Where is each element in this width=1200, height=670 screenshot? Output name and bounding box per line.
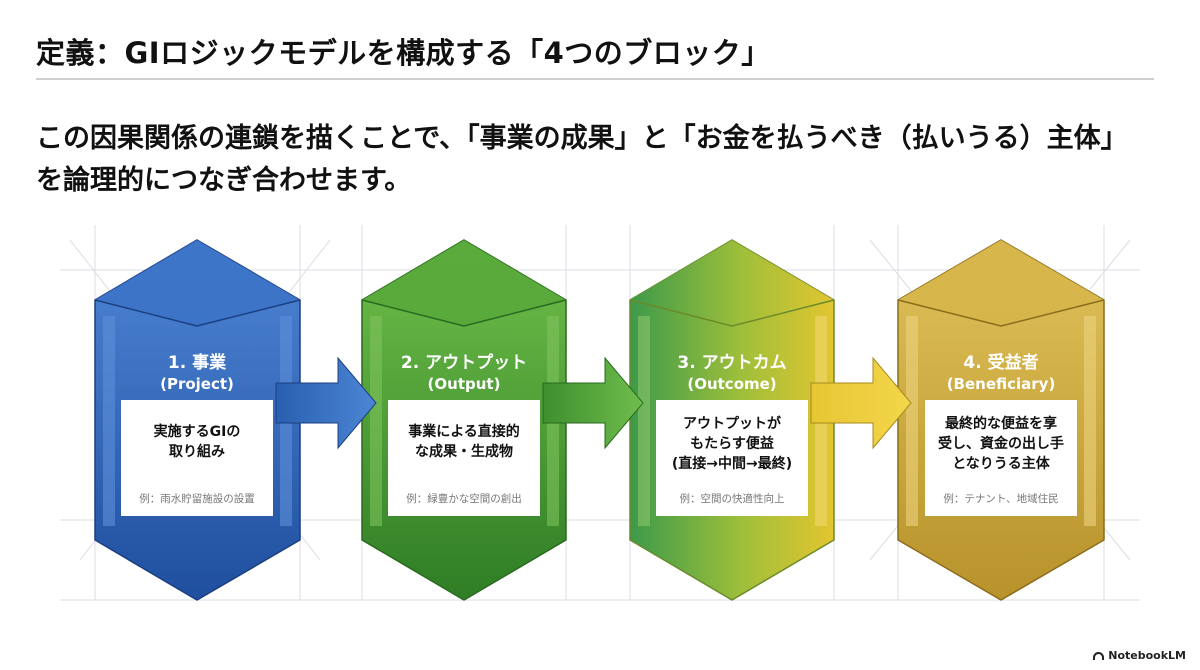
desc-line: な成果・生成物 xyxy=(415,444,513,460)
page-title: 定義：GIロジックモデルを構成する「4つのブロック」 xyxy=(36,36,771,70)
block-project-example: 例：雨水貯留施設の設置 xyxy=(139,493,255,505)
lead-text: この因果関係の連鎖を描くことで、「事業の成果」と「お金を払うべき（払いうる）主体… xyxy=(36,118,1166,202)
block-project-description: 実施するGIの 取り組み xyxy=(121,422,273,462)
block-beneficiary-heading: 4. 受益者 (Beneficiary) xyxy=(901,352,1101,394)
block-output-number: 2. アウトプット xyxy=(400,353,528,373)
title-divider xyxy=(36,78,1154,80)
block-outcome-number: 3. アウトカム xyxy=(677,353,787,373)
block-beneficiary-example: 例：テナント、地域住民 xyxy=(943,493,1059,505)
block-outcome-example: 例：空間の快適性向上 xyxy=(679,493,785,505)
block-beneficiary-card: 最終的な便益を享 受し、資金の出し手 となりうる主体 例：テナント、地域住民 xyxy=(925,400,1077,516)
block-beneficiary-description: 最終的な便益を享 受し、資金の出し手 となりうる主体 xyxy=(925,414,1077,474)
desc-line: アウトプットが xyxy=(683,416,781,432)
block-project-english: (Project) xyxy=(160,375,234,393)
block-outcome-heading: 3. アウトカム (Outcome) xyxy=(632,352,832,394)
block-output-english: (Output) xyxy=(427,375,501,393)
block-project-card: 実施するGIの 取り組み 例：雨水貯留施設の設置 xyxy=(121,400,273,516)
arrow-outcome-to-beneficiary xyxy=(810,356,912,450)
block-beneficiary-number: 4. 受益者 xyxy=(963,353,1039,373)
notebooklm-branding: NotebookLM xyxy=(1093,649,1186,662)
lead-line-2: を論理的につなぎ合わせます。 xyxy=(36,165,412,196)
block-outcome-card: アウトプットが もたらす便益 (直接→中間→最終) 例：空間の快適性向上 xyxy=(656,400,808,516)
block-project-heading: 1. 事業 (Project) xyxy=(97,352,297,394)
block-output-heading: 2. アウトプット (Output) xyxy=(364,352,564,394)
block-outcome-english: (Outcome) xyxy=(687,375,777,393)
arrow-output-to-outcome xyxy=(542,356,644,450)
lead-line-1: この因果関係の連鎖を描くことで、「事業の成果」と「お金を払うべき（払いうる）主体… xyxy=(36,123,1128,154)
desc-line: もたらす便益 xyxy=(690,436,774,452)
block-output-card: 事業による直接的 な成果・生成物 例：緑豊かな空間の創出 xyxy=(388,400,540,516)
block-beneficiary-english: (Beneficiary) xyxy=(946,375,1056,393)
desc-line: (直接→中間→最終) xyxy=(671,456,793,472)
block-project-number: 1. 事業 xyxy=(167,353,227,373)
desc-line: 受し、資金の出し手 xyxy=(938,436,1064,452)
notebooklm-logo-icon xyxy=(1093,651,1105,660)
desc-line: 最終的な便益を享 xyxy=(945,416,1057,432)
desc-line: 事業による直接的 xyxy=(408,424,520,440)
desc-line: となりうる主体 xyxy=(952,456,1050,472)
block-output-example: 例：緑豊かな空間の創出 xyxy=(406,493,522,505)
desc-line: 取り組み xyxy=(169,444,225,460)
arrow-project-to-output xyxy=(275,356,377,450)
branding-label: NotebookLM xyxy=(1108,649,1186,662)
block-output-description: 事業による直接的 な成果・生成物 xyxy=(388,422,540,462)
block-outcome-description: アウトプットが もたらす便益 (直接→中間→最終) xyxy=(656,414,808,474)
desc-line: 実施するGIの xyxy=(153,424,241,440)
